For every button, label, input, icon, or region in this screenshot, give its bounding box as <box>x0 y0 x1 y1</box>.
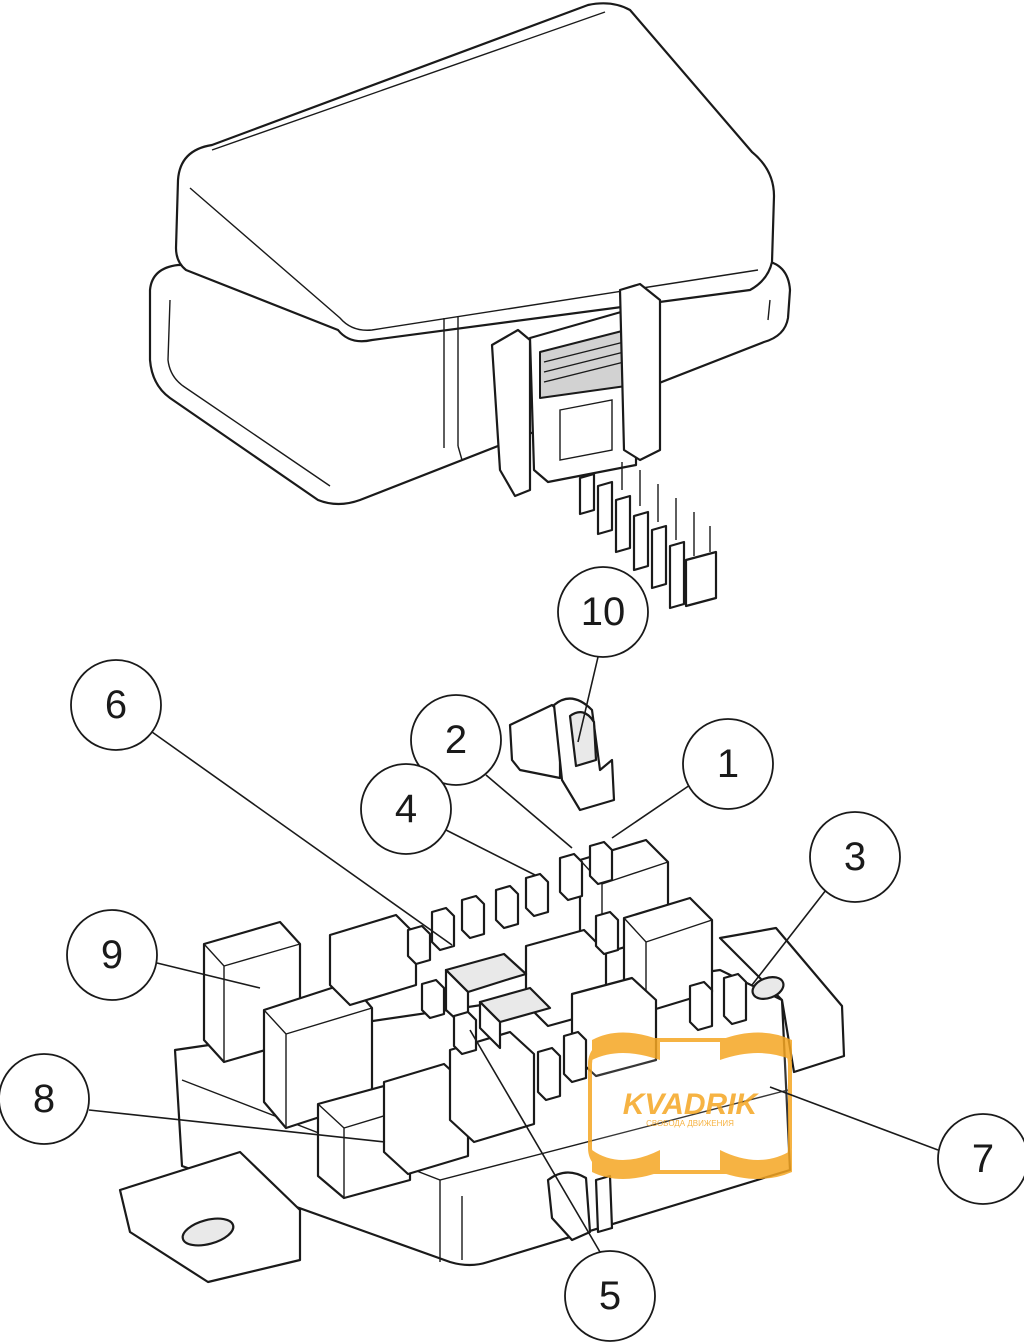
callout-circle-3 <box>809 811 901 903</box>
callout-2: 2 <box>410 694 502 786</box>
watermark-tagline: СВОБОДА ДВИЖЕНИЯ <box>646 1119 734 1128</box>
callout-5: 5 <box>564 1250 656 1342</box>
callout-circle-7 <box>937 1113 1024 1205</box>
watermark-brand: KVADRIK <box>623 1088 760 1121</box>
callout-circle-8 <box>0 1053 90 1145</box>
callout-7: 7 <box>937 1113 1024 1205</box>
callout-label-1: 1 <box>717 742 739 786</box>
terminal-pins <box>578 462 718 610</box>
callout-circle-4 <box>360 763 452 855</box>
leader-line-6 <box>151 731 453 946</box>
leader-line-8 <box>88 1109 386 1143</box>
callout-1: 1 <box>682 718 774 810</box>
leader-lines <box>88 656 939 1253</box>
callout-markers: 1 2 3 4 5 6 7 8 9 10 <box>0 566 1024 1342</box>
leader-line-7 <box>769 1086 939 1151</box>
leader-line-10 <box>577 656 599 743</box>
callout-label-4: 4 <box>395 787 417 831</box>
leader-line-9 <box>156 962 261 989</box>
callout-3: 3 <box>809 811 901 903</box>
leader-line-3 <box>751 889 827 986</box>
mini-fuses <box>406 840 748 1102</box>
cover-latch <box>490 282 662 498</box>
leader-line-2 <box>485 774 573 849</box>
relay-clip <box>508 697 616 812</box>
callout-circle-6 <box>70 659 162 751</box>
callout-circle-1 <box>682 718 774 810</box>
callout-label-9: 9 <box>101 933 123 977</box>
callout-9: 9 <box>66 909 158 1001</box>
fuse-box-cover <box>148 2 792 506</box>
callout-4: 4 <box>360 763 452 855</box>
leader-line-5 <box>469 1029 601 1253</box>
callout-8: 8 <box>0 1053 90 1145</box>
callout-label-3: 3 <box>844 835 866 879</box>
callout-circle-9 <box>66 909 158 1001</box>
leader-line-4 <box>445 829 536 876</box>
callout-circle-2 <box>410 694 502 786</box>
callout-10: 10 <box>557 566 649 658</box>
callout-label-2: 2 <box>445 718 467 762</box>
callout-label-7: 7 <box>972 1137 994 1181</box>
callout-label-5: 5 <box>599 1274 621 1318</box>
watermark-logo: KVADRIK СВОБОДА ДВИЖЕНИЯ <box>588 1032 792 1179</box>
callout-label-8: 8 <box>33 1077 55 1121</box>
leader-line-1 <box>611 784 691 839</box>
callout-6: 6 <box>70 659 162 751</box>
callout-label-10: 10 <box>581 590 626 634</box>
callout-label-6: 6 <box>105 683 127 727</box>
callout-circle-10 <box>557 566 649 658</box>
relays <box>202 838 714 1200</box>
callout-circle-5 <box>564 1250 656 1342</box>
